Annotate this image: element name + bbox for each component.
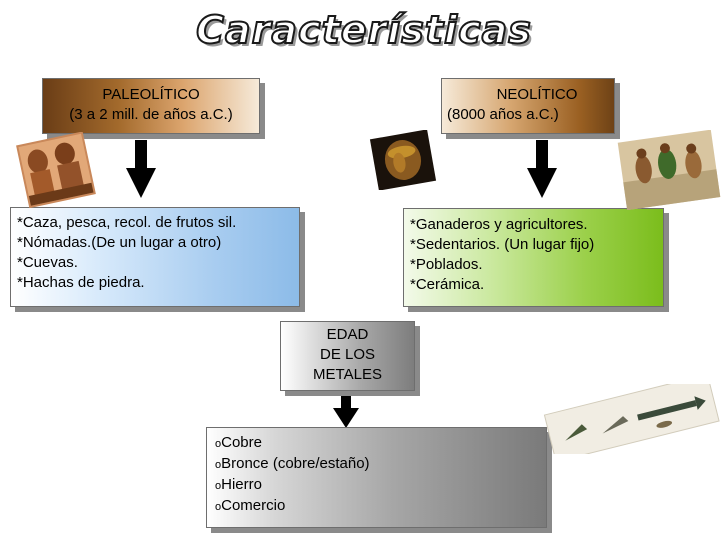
bullet-icon: o [215,438,222,450]
neolitico-label: NEOLÍTICO [496,86,578,103]
neolitico-dates: (8000 años a.C.) [447,106,559,123]
paleolitico-trait: *Caza, pesca, recol. de frutos sil. [17,214,237,231]
ceramic-vessel-image [369,130,437,190]
down-arrow-icon [126,140,156,198]
paleolitico-header-box: PALEOLÍTICO (3 a 2 mill. de años a.C.) [42,78,260,134]
neolitico-traits-box: *Ganaderos y agricultores. *Sedentarios.… [403,208,664,307]
bullet-icon: o [215,459,222,471]
down-arrow-icon [333,396,359,428]
page-title: Características [195,7,532,53]
down-arrow-icon [527,140,557,198]
edad-metales-box: EDAD DE LOS METALES [280,321,415,391]
bullet-icon: o [215,501,222,513]
paleolitico-dates: (3 a 2 mill. de años a.C.) [69,106,233,123]
edad-metales-line: DE LOS [319,346,376,363]
metal-item: oBronce (cobre/estaño) [215,455,370,472]
metal-item: oCobre [215,434,262,451]
neolitico-header-box: NEOLÍTICO (8000 años a.C.) [441,78,615,134]
edad-metales-line: EDAD [326,326,369,343]
paleolitico-label: PALEOLÍTICO [102,86,200,103]
paleolitico-trait: *Cuevas. [17,254,78,271]
bullet-icon: o [215,480,222,492]
neolitico-trait: *Ganaderos y agricultores. [410,216,588,233]
neolitico-trait: *Cerámica. [410,276,485,293]
paleolitico-traits-box: *Caza, pesca, recol. de frutos sil. *Nóm… [10,207,300,307]
edad-metales-line: METALES [313,366,382,383]
metal-item: oHierro [215,476,262,493]
neolitico-trait: *Sedentarios. (Un lugar fijo) [410,236,595,253]
paleolitico-trait: *Nómadas.(De un lugar a otro) [17,234,222,251]
farmers-image [617,130,721,210]
neolitico-trait: *Poblados. [410,256,483,273]
metal-item: oComercio [215,497,286,514]
cave-people-image [16,132,96,208]
metal-tools-image [543,384,720,454]
metales-items-box: oCobre oBronce (cobre/estaño) oHierro oC… [206,427,547,528]
paleolitico-trait: *Hachas de piedra. [17,274,145,291]
